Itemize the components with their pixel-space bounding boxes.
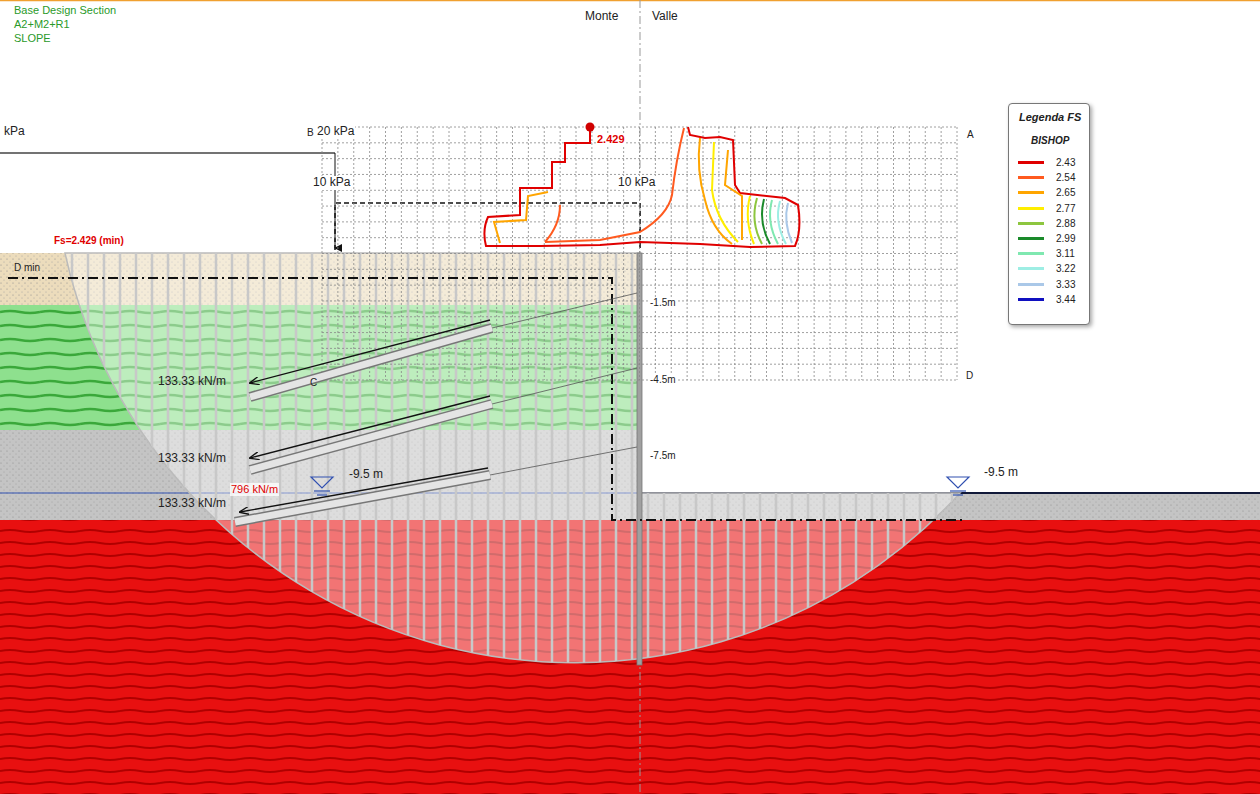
depth-label: D min bbox=[13, 262, 41, 274]
legend-swatch bbox=[1018, 222, 1044, 225]
legend-swatch bbox=[1018, 237, 1044, 240]
grid-corner: A bbox=[966, 129, 975, 141]
legend-row: 2.43 bbox=[1018, 157, 1075, 168]
legend-swatch bbox=[1018, 267, 1044, 270]
legend-row: 2.65 bbox=[1018, 187, 1075, 198]
legend-row: 3.11 bbox=[1018, 248, 1075, 259]
legend-swatch bbox=[1018, 161, 1044, 164]
anchor-depth: -7.5m bbox=[649, 450, 677, 462]
legend-text: 2.65 bbox=[1056, 187, 1075, 198]
legend-row: 2.88 bbox=[1018, 218, 1075, 229]
legend-title: Legenda FS bbox=[1018, 111, 1082, 124]
load-label: 20 kPa bbox=[316, 125, 355, 139]
legend-text: 3.33 bbox=[1056, 279, 1075, 290]
min-fs-label: Fs=2.429 (min) bbox=[53, 235, 125, 247]
load-label: kPa bbox=[3, 125, 26, 139]
legend-text: 2.99 bbox=[1056, 233, 1075, 244]
legend-row: 3.44 bbox=[1018, 294, 1075, 305]
legend-row: 2.99 bbox=[1018, 233, 1075, 244]
min-fs-value: 2.429 bbox=[596, 133, 626, 146]
grid-corner: B bbox=[306, 127, 315, 139]
section-title: Base Design Section bbox=[13, 4, 117, 17]
water-level: -9.5 m bbox=[983, 466, 1019, 480]
combination-label: A2+M2+R1 bbox=[13, 18, 71, 31]
anchor-depth: -1.5m bbox=[649, 297, 677, 309]
legend-row: 3.22 bbox=[1018, 263, 1075, 274]
anchor-force: 133.33 kN/m bbox=[157, 452, 227, 466]
legend-text: 2.77 bbox=[1056, 203, 1075, 214]
grid-corner: D bbox=[965, 370, 974, 382]
legend-text: 2.54 bbox=[1056, 172, 1075, 183]
legend-swatch bbox=[1018, 283, 1044, 286]
legend-text: 3.22 bbox=[1056, 263, 1075, 274]
legend-swatch bbox=[1018, 176, 1044, 179]
anchor-force: 133.33 kN/m bbox=[157, 497, 227, 511]
legend-swatch bbox=[1018, 191, 1044, 194]
side-label: Valle bbox=[651, 10, 679, 24]
load-label: 10 kPa bbox=[617, 176, 656, 190]
load-label: 10 kPa bbox=[312, 176, 351, 190]
legend-text: 3.44 bbox=[1056, 294, 1075, 305]
legend-row: 2.77 bbox=[1018, 203, 1075, 214]
legend-swatch bbox=[1018, 207, 1044, 210]
legend-row: 3.33 bbox=[1018, 279, 1075, 290]
legend-text: 2.88 bbox=[1056, 218, 1075, 229]
anchor-force: 796 kN/m bbox=[230, 483, 279, 496]
water-level: -9.5 m bbox=[348, 468, 384, 482]
legend-method: BISHOP bbox=[1030, 135, 1070, 147]
anchor-depth: -4.5m bbox=[649, 374, 677, 386]
analysis-type: SLOPE bbox=[13, 32, 52, 45]
side-label: Monte bbox=[584, 10, 619, 24]
grid-corner: C bbox=[309, 377, 318, 389]
legend-text: 3.11 bbox=[1056, 248, 1075, 259]
anchor-force: 133.33 kN/m bbox=[157, 375, 227, 389]
legend-text: 2.43 bbox=[1056, 157, 1075, 168]
legend-row: 2.54 bbox=[1018, 172, 1075, 183]
legend-swatch bbox=[1018, 252, 1044, 255]
legend-swatch bbox=[1018, 298, 1044, 301]
